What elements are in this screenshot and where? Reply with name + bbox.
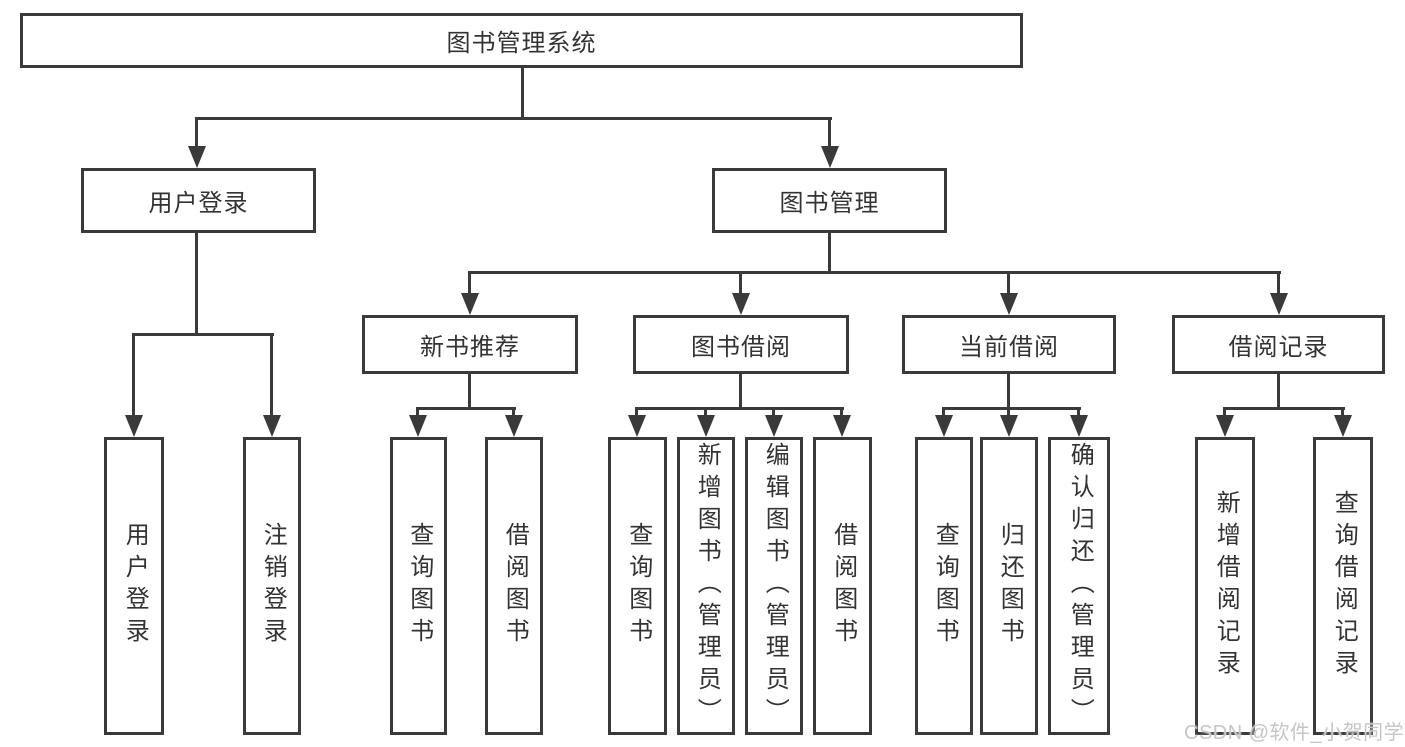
node-records-label: 借阅记录: [1228, 334, 1329, 361]
arrowhead-leaf-login: [125, 415, 143, 437]
arrowhead-borrowing-edit: [765, 415, 783, 437]
leaf-confirm-return-admin-label: 确认归还（管理员）: [1066, 442, 1094, 730]
connector-stub-current-query: [942, 407, 945, 417]
connector-stub-current-return: [1007, 407, 1010, 417]
arrowhead-records: [1270, 293, 1288, 315]
connector-root-crossbar: [195, 117, 832, 120]
connector-borrowing-stem: [739, 374, 742, 410]
connector-stub-records-add: [1223, 407, 1226, 417]
leaf-add-borrow-record-label: 新增借阅记录: [1212, 490, 1240, 682]
leaf-edit-books-admin-label: 编辑图书（管理员）: [761, 442, 789, 730]
node-root: 图书管理系统: [20, 13, 1023, 68]
connector-stub-records-query: [1341, 407, 1344, 417]
leaf-borrowing-borrow-books: 借阅图书: [813, 437, 872, 735]
connector-records-crossbar: [1223, 407, 1345, 410]
csdn-watermark: CSDN @软件_小贺同学: [1184, 722, 1405, 744]
arrowhead-current-return: [1000, 415, 1018, 437]
arrowhead-borrowing: [732, 293, 750, 315]
arrowhead-book-mgmt: [821, 146, 839, 168]
arrowhead-new-rec: [461, 293, 479, 315]
connector-stub-records: [1277, 271, 1280, 295]
connector-stub-leaf-logout: [270, 333, 273, 417]
connector-new-rec-stem: [468, 374, 471, 410]
leaf-user-login-label: 用户登录: [121, 522, 149, 650]
connector-records-stem: [1277, 374, 1280, 410]
leaf-newrec-query-books-label: 查询图书: [405, 522, 433, 650]
connector-stub-borrowing: [739, 271, 742, 295]
leaf-newrec-borrow-books-label: 借阅图书: [501, 522, 529, 650]
arrowhead-current-query: [935, 415, 953, 437]
connector-current-stem: [1007, 374, 1010, 410]
leaf-borrowing-borrow-books-label: 借阅图书: [829, 522, 857, 650]
arrowhead-current-confirm: [1070, 415, 1088, 437]
leaf-add-books-admin-label: 新增图书（管理员）: [693, 442, 721, 730]
connector-book-mgmt-stem: [828, 233, 831, 274]
leaf-edit-books-admin: 编辑图书（管理员）: [745, 437, 803, 735]
connector-stub-user-login: [195, 117, 198, 148]
arrowhead-newrec-query: [409, 415, 427, 437]
node-new-rec: 新书推荐: [362, 315, 578, 374]
leaf-current-query-books: 查询图书: [915, 437, 973, 735]
leaf-query-borrow-record-label: 查询借阅记录: [1330, 490, 1358, 682]
arrowhead-newrec-borrow: [505, 415, 523, 437]
node-book-mgmt-label: 图书管理: [779, 190, 880, 217]
connector-stub-book-mgmt: [828, 117, 831, 148]
node-current-label: 当前借阅: [959, 334, 1059, 361]
connector-stub-borrowing-borrow: [840, 407, 843, 417]
node-new-rec-label: 新书推荐: [420, 334, 520, 361]
node-user-login: 用户登录: [81, 168, 316, 233]
arrowhead-borrowing-add: [697, 415, 715, 437]
leaf-logout: 注销登录: [243, 437, 301, 735]
connector-stub-new-rec: [468, 271, 471, 295]
connector-stub-newrec-borrow: [512, 407, 515, 417]
node-root-label: 图书管理系统: [446, 30, 597, 57]
connector-stub-current: [1007, 271, 1010, 295]
leaf-return-books: 归还图书: [980, 437, 1038, 735]
node-borrowing-label: 图书借阅: [691, 334, 791, 361]
connector-stub-current-confirm: [1077, 407, 1080, 417]
arrowhead-records-add: [1216, 415, 1234, 437]
node-user-login-label: 用户登录: [148, 190, 249, 217]
connector-stub-borrowing-edit: [772, 407, 775, 417]
arrowhead-records-query: [1334, 415, 1352, 437]
node-borrowing: 图书借阅: [633, 315, 849, 374]
connector-stub-borrowing-query: [635, 407, 638, 417]
leaf-newrec-borrow-books: 借阅图书: [485, 437, 543, 735]
arrowhead-leaf-logout: [263, 415, 281, 437]
leaf-current-query-books-label: 查询图书: [931, 522, 959, 650]
leaf-add-books-admin: 新增图书（管理员）: [677, 437, 735, 735]
connector-root-stem: [521, 68, 524, 118]
leaf-query-borrow-record: 查询借阅记录: [1313, 437, 1373, 735]
node-book-mgmt: 图书管理: [712, 168, 947, 233]
leaf-return-books-label: 归还图书: [996, 522, 1024, 650]
connector-new-rec-crossbar: [416, 407, 516, 410]
leaf-borrowing-query-books-label: 查询图书: [624, 522, 652, 650]
node-records: 借阅记录: [1172, 315, 1385, 374]
arrowhead-borrowing-borrow: [833, 415, 851, 437]
connector-borrowing-crossbar: [635, 407, 844, 410]
leaf-borrowing-query-books: 查询图书: [608, 437, 667, 735]
node-current: 当前借阅: [902, 315, 1116, 374]
leaf-user-login: 用户登录: [104, 437, 164, 735]
connector-stub-newrec-query: [416, 407, 419, 417]
connector-user-login-stem: [195, 233, 198, 334]
arrowhead-borrowing-query: [628, 415, 646, 437]
leaf-logout-label: 注销登录: [259, 522, 287, 650]
leaf-newrec-query-books: 查询图书: [390, 437, 447, 735]
connector-user-login-crossbar: [132, 333, 274, 336]
connector-stub-leaf-login: [132, 333, 135, 417]
leaf-add-borrow-record: 新增借阅记录: [1195, 437, 1255, 735]
connector-stub-borrowing-add: [704, 407, 707, 417]
connector-book-mgmt-crossbar: [468, 271, 1281, 274]
arrowhead-current: [1000, 293, 1018, 315]
leaf-confirm-return-admin: 确认归还（管理员）: [1048, 437, 1110, 735]
arrowhead-user-login: [188, 146, 206, 168]
connector-current-crossbar: [942, 407, 1081, 410]
